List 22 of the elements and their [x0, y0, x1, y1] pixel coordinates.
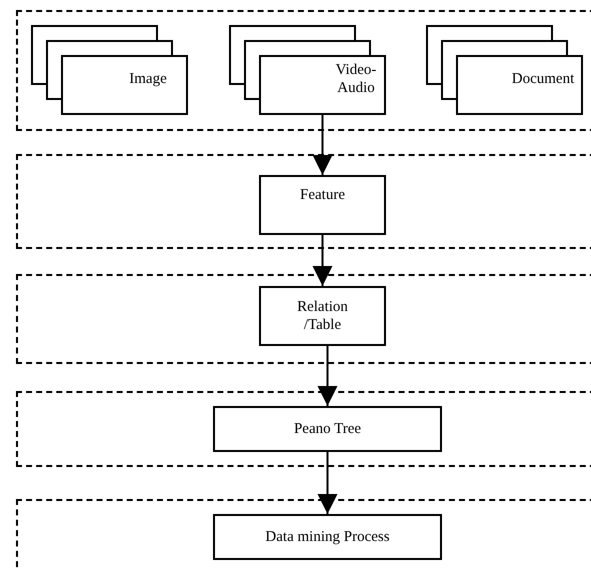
- process-box: [259, 286, 386, 346]
- process-box: [259, 175, 386, 235]
- arrow: [318, 346, 338, 406]
- dashed-group-band: [16, 274, 591, 364]
- document-stack: [31, 25, 188, 115]
- arrow: [312, 235, 332, 286]
- box-label: Feature: [300, 186, 345, 204]
- box-label: Image: [128, 70, 168, 89]
- box-label: Document: [510, 70, 576, 89]
- box-label: Data mining Process: [265, 528, 390, 546]
- dashed-group-band: [16, 391, 591, 467]
- box-label: Video- Audio: [334, 61, 378, 98]
- box-label: Peano Tree: [294, 420, 362, 438]
- dashed-group-band: [16, 154, 591, 249]
- document-stack: [426, 25, 583, 115]
- dashed-group-band: [16, 10, 591, 131]
- document-stack: [229, 25, 386, 115]
- arrow: [312, 115, 332, 175]
- box-label: Relation /Table: [296, 298, 349, 334]
- arrow: [318, 452, 338, 514]
- process-box: [213, 514, 442, 560]
- process-box: [213, 406, 442, 452]
